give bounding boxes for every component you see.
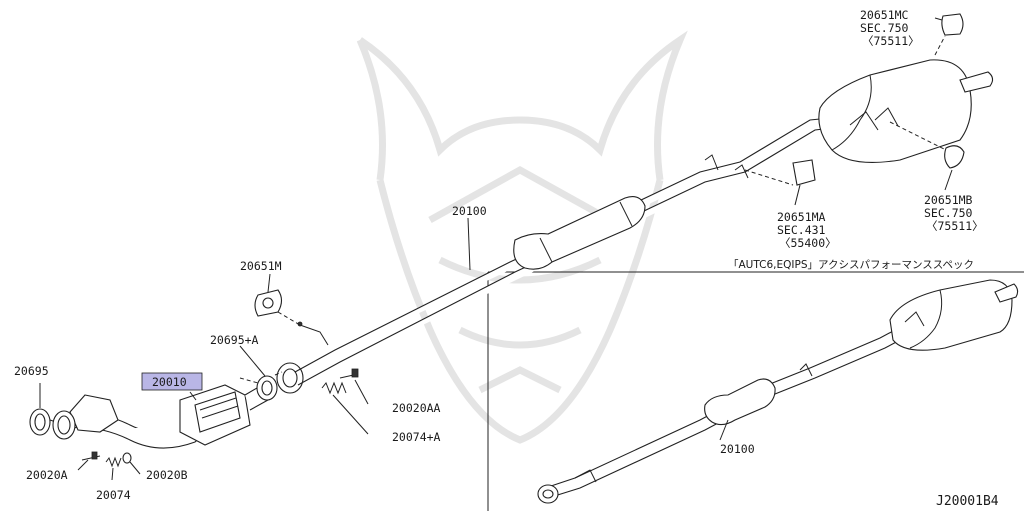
flange-center-pipe xyxy=(276,362,304,394)
spring xyxy=(105,456,122,468)
label-mount-mb-ref: 〈75511〉 xyxy=(926,219,984,233)
gasket-a xyxy=(256,375,278,401)
label-mount-mc: 20651MC xyxy=(860,8,909,22)
label-catalyst: 20010 xyxy=(152,375,187,389)
rear-muffler xyxy=(818,59,994,163)
hanger-bracket-front xyxy=(297,321,329,346)
label-gasket-a: 20695+A xyxy=(210,333,259,347)
variant-rear-muffler xyxy=(889,279,1019,351)
page-code: J20001B4 xyxy=(936,494,999,509)
label-center-pipe: 20100 xyxy=(452,204,487,218)
spring-a xyxy=(321,381,347,395)
label-leaders xyxy=(39,17,953,481)
flange-front xyxy=(52,410,76,440)
bolt-a xyxy=(81,451,101,461)
label-mount-ma: 20651MA xyxy=(777,210,826,224)
variant-center-pipe xyxy=(537,329,901,504)
label-mount-mc-ref: 〈75511〉 xyxy=(862,34,920,48)
nut-b xyxy=(122,452,132,464)
label-bolt-aa: 20020AA xyxy=(392,401,441,415)
variant-note: 「AUTC6,EQIPS」アクシスパフォーマンススペック xyxy=(728,259,974,271)
label-mount-mb-sec: SEC.750 xyxy=(924,206,973,220)
mount-m xyxy=(254,289,283,317)
label-gasket: 20695 xyxy=(14,364,49,378)
label-mount-mb: 20651MB xyxy=(924,193,973,207)
bolt-aa xyxy=(339,368,359,379)
label-nut-b: 20020B xyxy=(146,468,188,482)
dashed-leaders xyxy=(49,35,947,423)
label-mount-ma-sec: SEC.431 xyxy=(777,223,826,237)
highlight-box-catalyst xyxy=(141,372,203,391)
label-mount-m: 20651M xyxy=(240,259,282,273)
gasket-front xyxy=(29,408,51,436)
mount-mb xyxy=(944,145,965,169)
watermark-emblem xyxy=(356,30,688,444)
label-mount-mc-sec: SEC.750 xyxy=(860,21,909,35)
catalyst-front-tube xyxy=(67,384,269,449)
label-mount-ma-ref: 〈55400〉 xyxy=(779,236,837,250)
center-pipe xyxy=(294,117,833,386)
label-center-pipe-variant: 20100 xyxy=(720,442,755,456)
label-bolt-a: 20020A xyxy=(26,468,68,482)
variant-pipe-leader xyxy=(719,419,729,441)
mount-ma xyxy=(792,159,816,186)
label-spring: 20074 xyxy=(96,488,131,502)
label-spring-a: 20074+A xyxy=(392,430,441,444)
mount-mc xyxy=(941,13,964,36)
